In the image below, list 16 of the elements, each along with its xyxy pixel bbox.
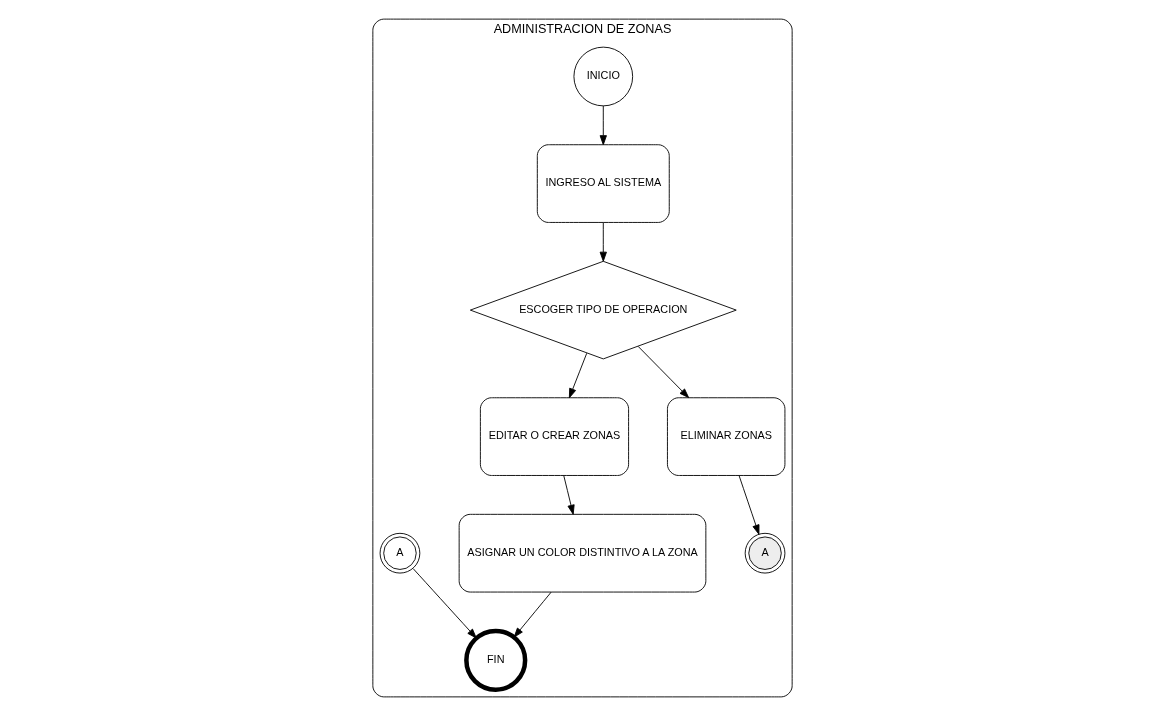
arrow bbox=[412, 568, 477, 639]
node-box: EDITAR O CREAR ZONAS bbox=[479, 397, 630, 476]
node-circle: INICIO bbox=[573, 46, 634, 107]
arrow bbox=[637, 345, 690, 399]
arrow bbox=[563, 475, 575, 515]
arrow bbox=[599, 222, 607, 262]
arrow bbox=[513, 591, 552, 638]
node-circle: A bbox=[744, 532, 786, 574]
arrow bbox=[738, 475, 760, 535]
arrow bbox=[599, 105, 607, 146]
node-box: INGRESO AL SISTEMA bbox=[536, 144, 670, 223]
node-diamond: ESCOGER TIPO DE OPERACION bbox=[469, 260, 737, 360]
arrow bbox=[568, 352, 588, 399]
node-box: ELIMINAR ZONAS bbox=[667, 397, 786, 476]
node-circle: A bbox=[379, 532, 421, 574]
node-box: ASIGNAR UN COLOR DISTINTIVO A LA ZONA bbox=[458, 513, 707, 593]
